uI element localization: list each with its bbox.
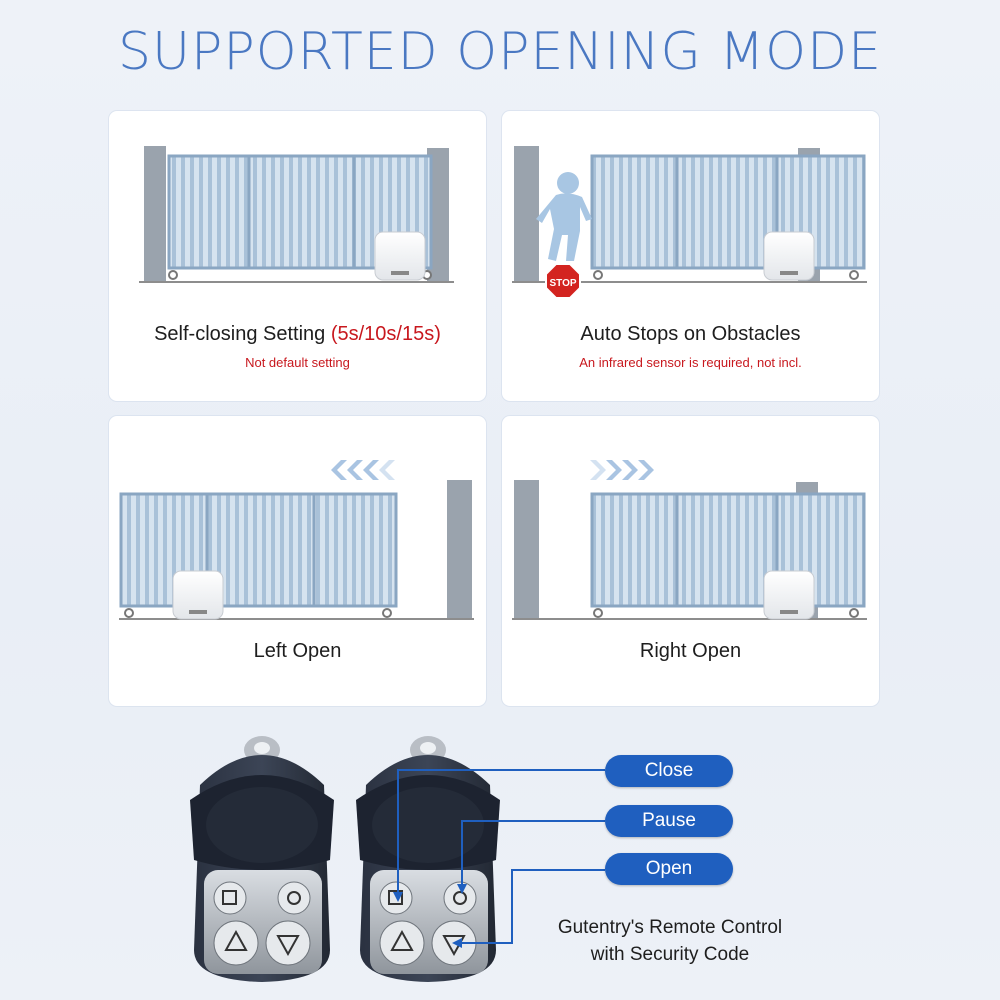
right-arrows-icon <box>590 460 654 480</box>
open-button-callout: Open <box>605 853 733 885</box>
child-silhouette-icon <box>536 172 592 261</box>
stop-sign-icon: STOP <box>545 263 581 299</box>
sliding-gate-illustration <box>139 146 454 283</box>
remote-caption-line2: with Security Code <box>590 944 750 965</box>
card-caption: Auto Stops on Obstacles <box>580 323 801 345</box>
remote-controls-illustration <box>190 736 605 982</box>
pause-button-callout: Pause <box>605 805 733 837</box>
remote-caption-line1: Gutentry's Remote Control <box>557 917 783 938</box>
sliding-gate-illustration: STOP <box>512 146 867 299</box>
left-arrows-icon <box>331 460 395 480</box>
callout-lines <box>397 769 605 944</box>
gate-opener-icon <box>172 570 224 620</box>
card-self-closing: Self-closing Setting (5s/10s/15s) Not de… <box>109 111 486 401</box>
gate-opener-icon <box>763 570 815 620</box>
callout-arrowheads <box>393 884 467 948</box>
card-right-open: Right Open <box>502 416 879 706</box>
card-note: An infrared sensor is required, not incl… <box>579 355 802 370</box>
sliding-gate-illustration <box>119 460 474 620</box>
close-button-callout: Close <box>605 755 733 787</box>
gate-opener-icon <box>374 231 426 281</box>
remote-control-right <box>356 736 500 982</box>
remote-caption: Gutentry's Remote Control with Security … <box>525 914 815 968</box>
sliding-gate-illustration <box>512 460 867 620</box>
stop-sign-label: STOP <box>549 278 576 289</box>
remote-control-left <box>190 736 334 982</box>
card-caption: Left Open <box>253 640 342 662</box>
card-caption: Self-closing Setting (5s/10s/15s) <box>154 323 441 345</box>
card-caption: Right Open <box>639 640 742 662</box>
card-note: Not default setting <box>245 355 350 370</box>
card-left-open: Left Open <box>109 416 486 706</box>
page-title: SUPPORTED OPENING MODE <box>117 22 883 82</box>
card-auto-stop: STOP Auto Stops on Obstacles An infrared… <box>502 111 879 401</box>
gate-opener-icon <box>763 231 815 281</box>
